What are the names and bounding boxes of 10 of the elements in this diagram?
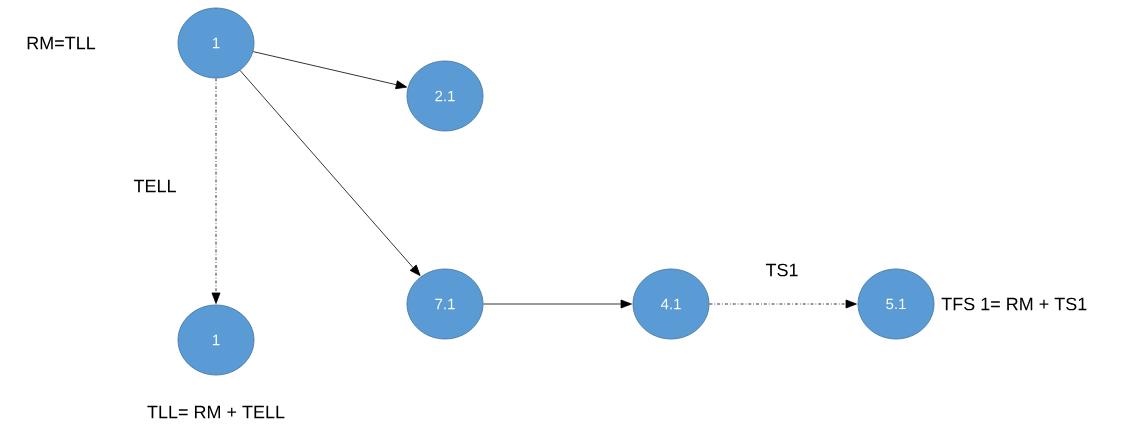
edge-label: TELL	[132, 178, 178, 194]
arrow	[252, 51, 408, 90]
arrow	[211, 78, 221, 304]
arrow	[239, 70, 421, 276]
formula-text: TLL= RM + TELL	[147, 405, 285, 419]
formula-text: RM=TLL	[27, 36, 96, 50]
edge-label: TS1	[764, 262, 800, 278]
arrow	[709, 299, 857, 309]
formula-text: TFS 1= RM + TS1	[941, 297, 1087, 311]
arrow	[483, 299, 632, 309]
